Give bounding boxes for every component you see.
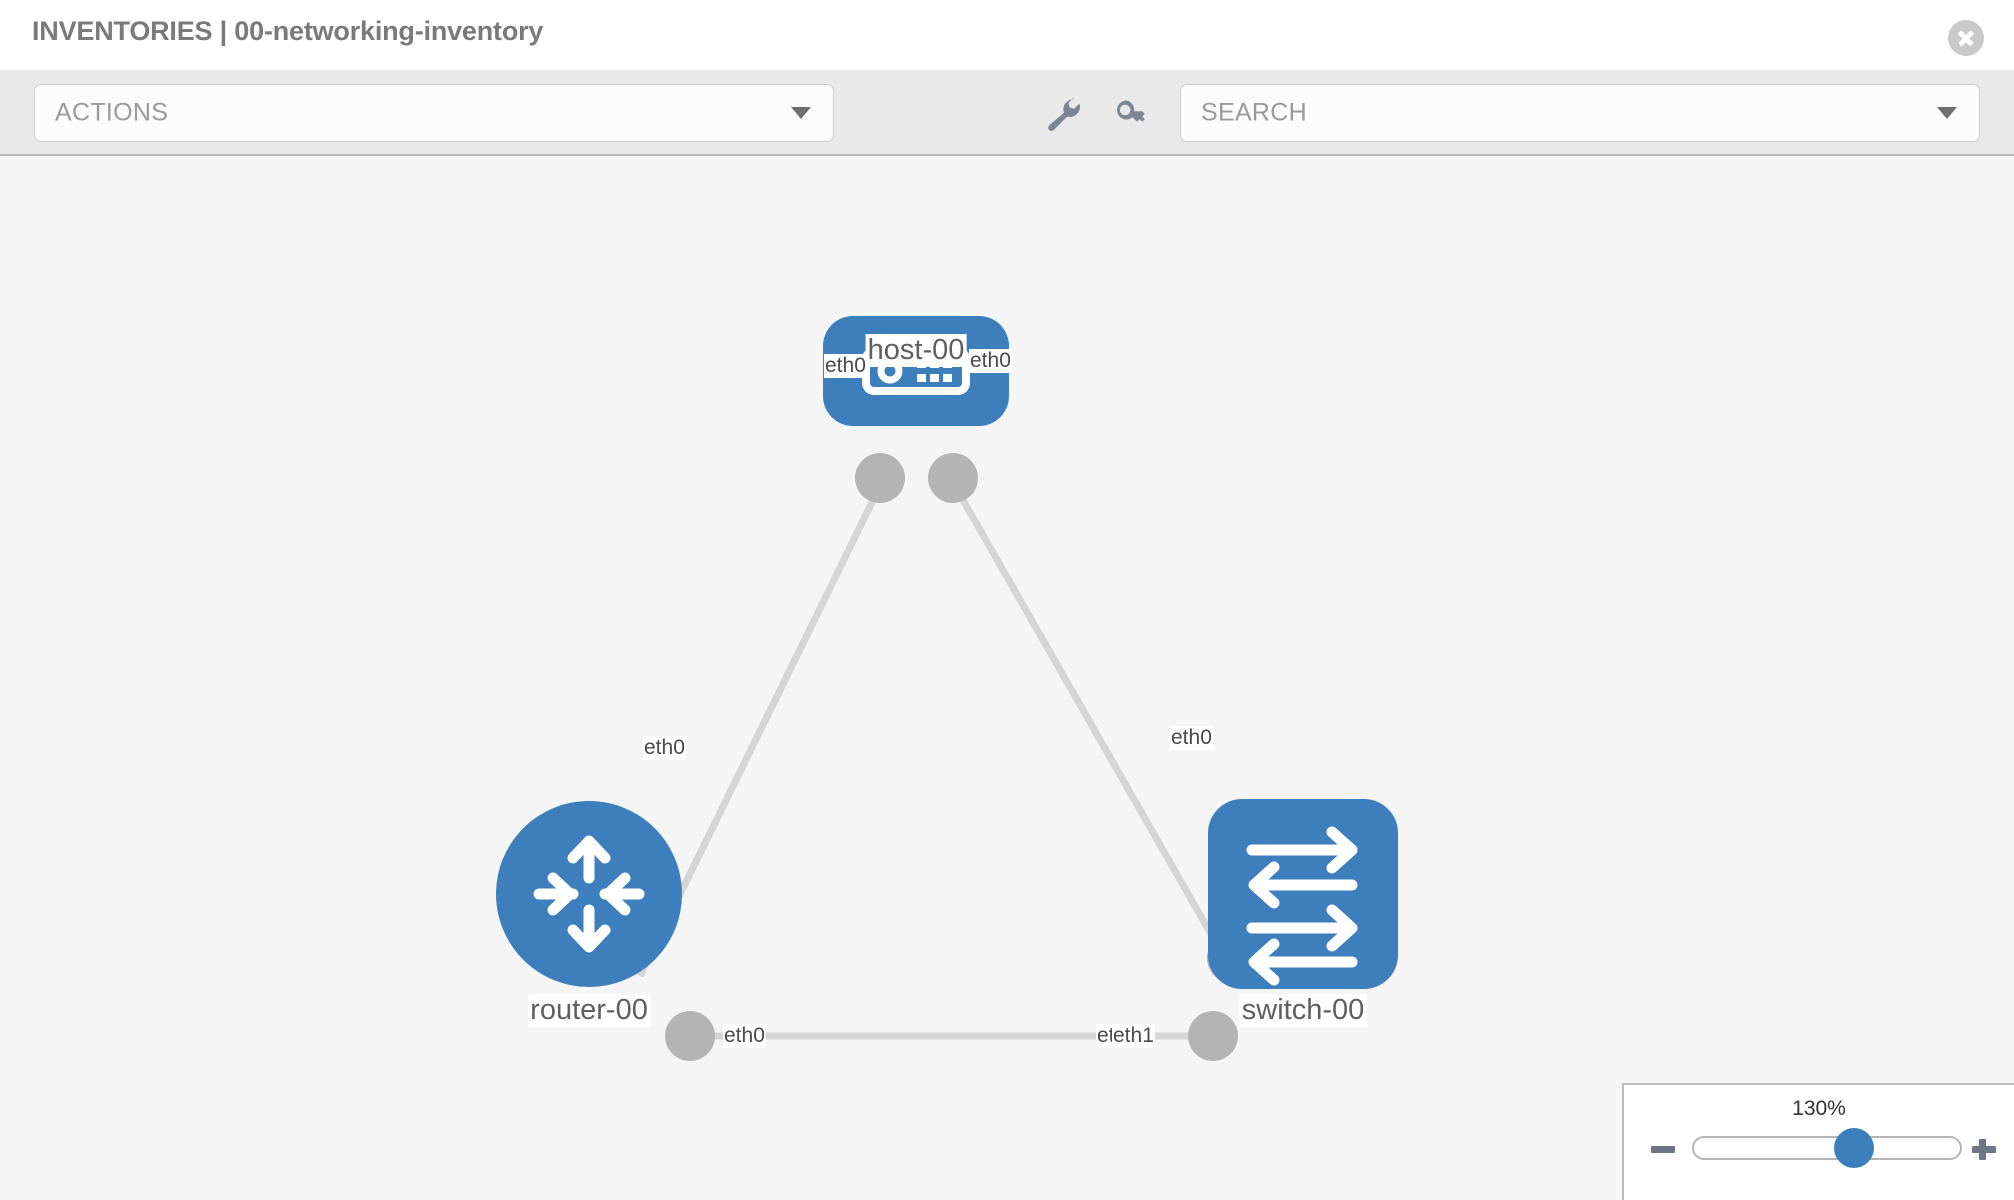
connector-group xyxy=(665,453,1257,1061)
iface-label-host-left: eth0 xyxy=(824,354,867,378)
toolbar: ACTIONS SEARCH xyxy=(0,70,2014,156)
zoom-slider-track[interactable] xyxy=(1692,1136,1962,1160)
connector-router-east xyxy=(665,1011,715,1061)
iface-label-router-north: eth0 xyxy=(643,736,686,760)
zoom-control-panel: 130% xyxy=(1622,1083,2014,1200)
connector-host-left xyxy=(855,453,905,503)
actions-dropdown-label: ACTIONS xyxy=(55,98,169,127)
wrench-icon[interactable] xyxy=(1043,96,1083,132)
iface-label-host-right: eth0 xyxy=(969,349,1012,373)
iface-label-switch-north: eth0 xyxy=(1170,726,1213,750)
link-group xyxy=(636,484,1239,1040)
node-label-host: host-00 xyxy=(865,334,967,367)
connector-host-right xyxy=(928,453,978,503)
node-label-router: router-00 xyxy=(528,994,650,1027)
page-header: INVENTORIES | 00-networking-inventory xyxy=(0,0,2014,70)
chevron-down-icon xyxy=(1937,107,1957,119)
node-label-switch: switch-00 xyxy=(1239,994,1367,1027)
actions-dropdown[interactable]: ACTIONS xyxy=(34,84,834,142)
zoom-out-button[interactable] xyxy=(1649,1135,1677,1163)
zoom-level-label: 130% xyxy=(1792,1097,1846,1120)
iface-label-switch-west-b: eth1 xyxy=(1112,1024,1155,1048)
topology-canvas[interactable]: host-00 router-00 switch-00 eth0 eth0 et… xyxy=(0,156,2014,1200)
zoom-in-button[interactable] xyxy=(1970,1135,1998,1163)
close-icon[interactable] xyxy=(1948,20,1984,56)
key-icon[interactable] xyxy=(1112,96,1152,132)
connector-switch-west xyxy=(1188,1011,1238,1061)
topology-graph xyxy=(496,316,1398,1061)
search-input[interactable]: SEARCH xyxy=(1180,84,1980,142)
zoom-slider-thumb[interactable] xyxy=(1834,1128,1874,1168)
node-switch-00 xyxy=(1208,799,1398,989)
page-title: INVENTORIES | 00-networking-inventory xyxy=(32,16,544,46)
link-host-switch xyxy=(951,484,1239,978)
search-placeholder: SEARCH xyxy=(1201,98,1307,127)
chevron-down-icon xyxy=(791,107,811,119)
iface-label-router-east: eth0 xyxy=(723,1024,766,1048)
node-router-00 xyxy=(496,801,682,987)
